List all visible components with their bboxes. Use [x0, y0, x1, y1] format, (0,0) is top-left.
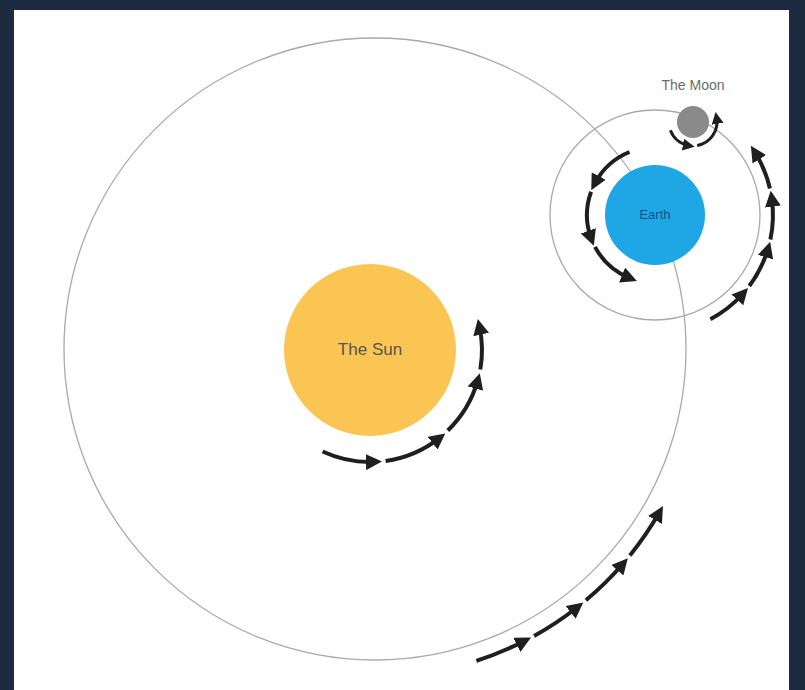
earth-orbit	[64, 38, 686, 660]
orbit-arrow	[534, 608, 577, 637]
rotation-arrow	[480, 327, 482, 370]
rotation-arrow	[587, 192, 591, 239]
orbit-arrow	[630, 513, 659, 555]
celestial-node: The Moon	[677, 106, 709, 138]
moon-body	[677, 106, 709, 138]
node-label: The Sun	[338, 340, 402, 360]
orbit-arrow	[586, 564, 623, 600]
node-label-area: The Sun	[284, 264, 456, 436]
moon-orbit	[550, 110, 760, 320]
orbit-arrow	[710, 294, 742, 319]
orbit-arrow	[770, 199, 773, 240]
orbit-arrow	[755, 153, 770, 189]
orbit-arrow	[476, 641, 524, 661]
orbit-arrow	[749, 250, 768, 287]
celestial-node: Earth	[605, 165, 705, 265]
celestial-node: The Sun	[284, 264, 456, 436]
rotation-arrow	[323, 452, 374, 462]
node-label: The Moon	[661, 77, 724, 94]
white-panel	[14, 10, 789, 690]
node-label-area: Earth	[605, 165, 705, 265]
node-label: Earth	[639, 207, 670, 223]
rotation-arrow	[448, 381, 478, 431]
rotation-arrow	[386, 438, 439, 461]
